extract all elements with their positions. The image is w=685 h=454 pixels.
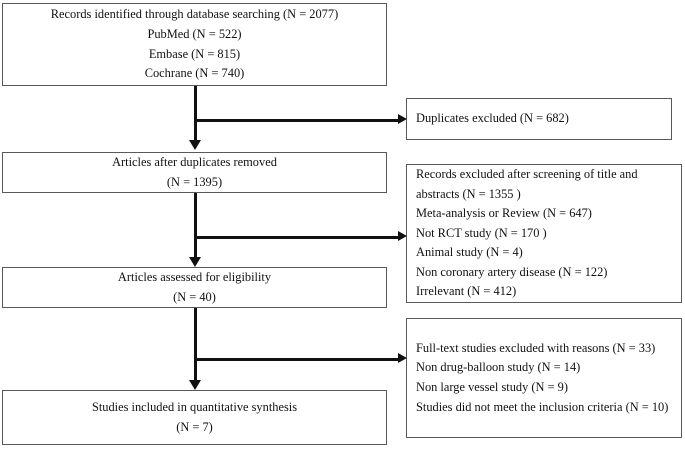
node-duplicates-excluded: Duplicates excluded (N = 682)	[406, 98, 672, 140]
connector-dedup-to-eligibility	[194, 193, 197, 263]
node-line: Studies did not meet the inclusion crite…	[416, 399, 669, 414]
node-studies-included-in-quantitative-synthesis: Studies included in quantitative synthes…	[2, 390, 387, 445]
node-line: Duplicates excluded (N = 682)	[416, 111, 569, 126]
arrow-down-icon	[189, 380, 201, 390]
node-records-identified: Records identified through database sear…	[2, 3, 387, 86]
connector-branch-to-duplicates-excluded	[195, 119, 401, 122]
arrow-right-icon	[398, 114, 407, 124]
connector-branch-to-fulltext-excluded	[195, 358, 401, 361]
node-line: PubMed (N = 522)	[147, 26, 242, 41]
node-line: (N = 7)	[176, 419, 213, 434]
connector-branch-to-screening-excluded	[195, 236, 401, 239]
node-line: Studies included in quantitative synthes…	[91, 399, 298, 414]
node-line: Cochrane (N = 740)	[144, 66, 245, 81]
node-line: Non coronary artery disease (N = 122)	[416, 264, 608, 279]
node-line: Embase (N = 815)	[148, 46, 241, 61]
node-line: Records identified through database sear…	[50, 7, 339, 22]
node-line: (N = 1395)	[166, 174, 223, 189]
node-articles-assessed-for-eligibility: Articles assessed for eligibility (N = 4…	[2, 267, 387, 308]
node-line: Records excluded after screening of titl…	[416, 166, 638, 201]
node-line: (N = 40)	[173, 289, 216, 304]
node-line: Full-text studies excluded with reasons …	[416, 340, 656, 355]
node-records-excluded-after-screening: Records excluded after screening of titl…	[406, 164, 682, 303]
arrow-right-icon	[398, 353, 407, 363]
node-line: Non drug-balloon study (N = 14)	[416, 360, 581, 375]
node-line: Not RCT study (N = 170 )	[416, 225, 547, 240]
node-line: Articles after duplicates removed	[112, 154, 277, 169]
arrow-right-icon	[398, 231, 407, 241]
connector-eligibility-to-included	[194, 308, 197, 386]
arrow-down-icon	[189, 140, 201, 150]
node-line: Non large vessel study (N = 9)	[416, 380, 568, 394]
node-full-text-studies-excluded: Full-text studies excluded with reasons …	[406, 318, 682, 438]
node-articles-after-duplicates-removed: Articles after duplicates removed (N = 1…	[2, 152, 387, 193]
node-line: Animal study (N = 4)	[416, 245, 523, 260]
node-line: Irrelevant (N = 412)	[416, 284, 517, 299]
connector-identified-to-dedup	[194, 86, 197, 142]
arrow-down-icon	[189, 257, 201, 267]
node-line: Articles assessed for eligibility	[117, 269, 272, 284]
node-line: Meta-analysis or Review (N = 647)	[416, 206, 592, 221]
